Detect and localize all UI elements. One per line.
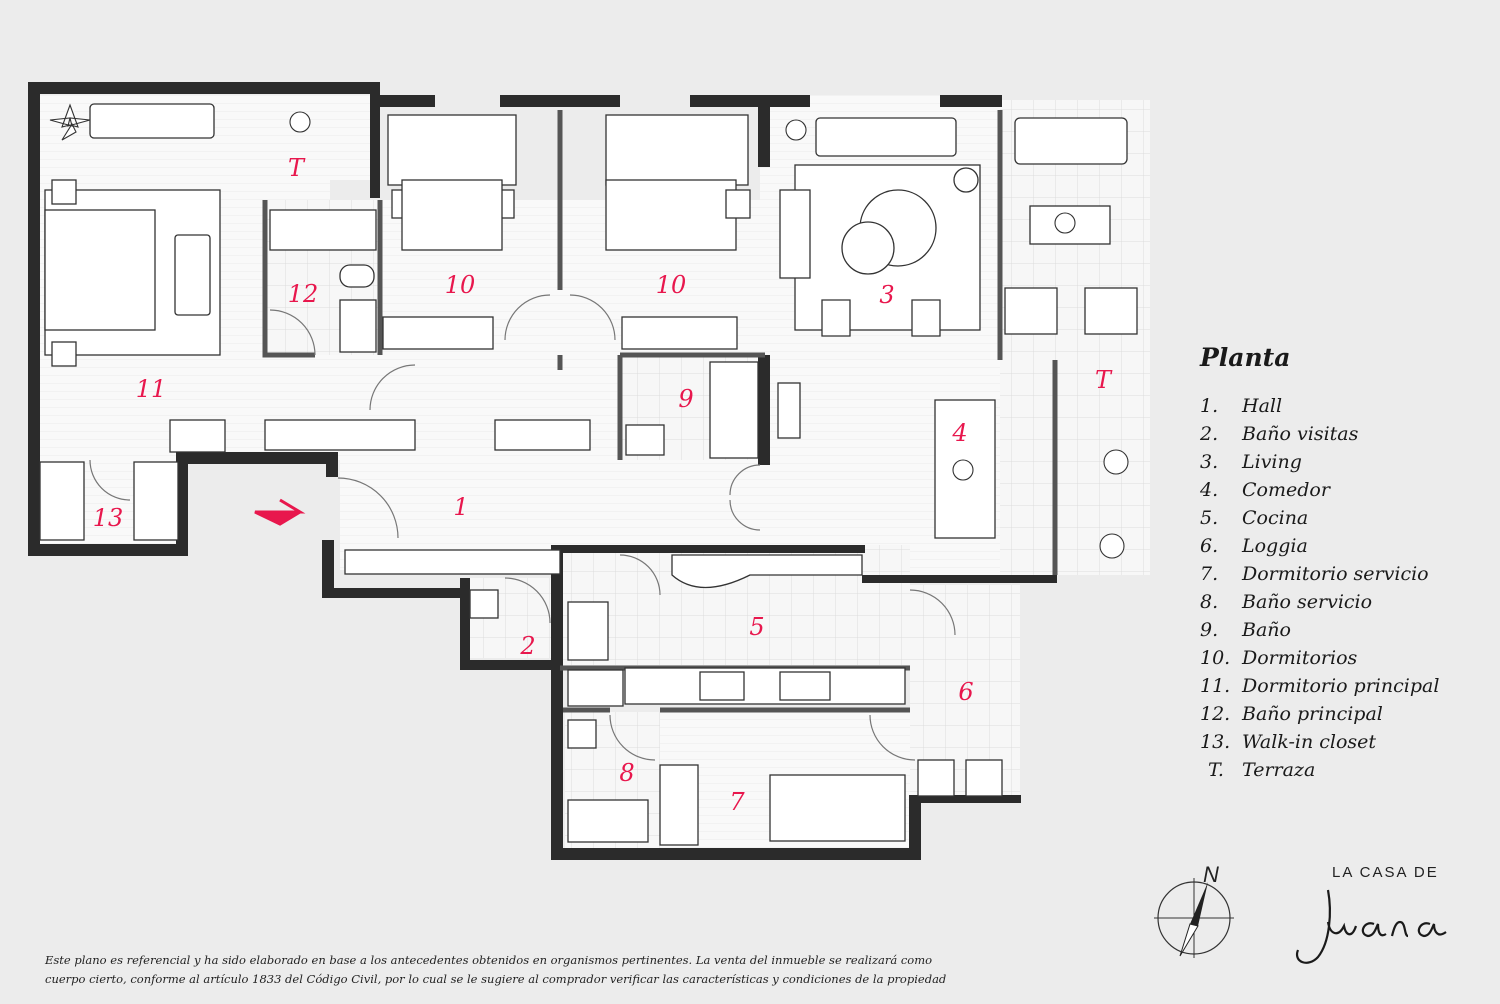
legend-item-label: Living bbox=[1242, 451, 1302, 473]
entrance-arrow-icon bbox=[254, 498, 306, 526]
legend-item-number: 12. bbox=[1200, 703, 1231, 725]
legend-item: 2. Baño visitas bbox=[1200, 420, 1439, 448]
legend-item: 11. Dormitorio principal bbox=[1200, 672, 1439, 700]
room-label-walk-in-closet: 13 bbox=[92, 504, 124, 532]
legend-item-number: T. bbox=[1208, 759, 1224, 781]
legend-item-label: Baño principal bbox=[1242, 703, 1383, 725]
doors bbox=[89, 294, 956, 761]
legend-item-label: Baño servicio bbox=[1242, 591, 1373, 613]
legend: Planta 1. Hall 2. Baño visitas 3. Living 4.… bbox=[1200, 343, 1439, 784]
room-label-bano-principal: 12 bbox=[287, 280, 319, 308]
legend-item-label: Terraza bbox=[1242, 759, 1316, 781]
legend-item: 10. Dormitorios bbox=[1200, 644, 1439, 672]
legend-item: 8. Baño servicio bbox=[1200, 588, 1439, 616]
legend-item-label: Baño visitas bbox=[1242, 423, 1359, 445]
room-label-comedor: 4 bbox=[952, 419, 968, 447]
brand-logo-text: LA CASA DE bbox=[1332, 864, 1439, 881]
compass-icon bbox=[1154, 878, 1234, 958]
legend-item-label: Walk-in closet bbox=[1242, 731, 1377, 753]
legend-item: 13. Walk-in closet bbox=[1200, 728, 1439, 756]
room-label-dormitorio-b: 10 bbox=[655, 271, 687, 299]
compass-north-label: N bbox=[1203, 862, 1219, 887]
disclaimer-line-2: cuerpo cierto, conforme al artículo 1833… bbox=[45, 972, 947, 986]
legend-item-number: 2. bbox=[1200, 423, 1219, 445]
legend-item-label: Baño bbox=[1242, 619, 1291, 641]
legend-item-label: Dormitorios bbox=[1242, 647, 1358, 669]
disclaimer-note: Este plano es referencial y ha sido elab… bbox=[45, 951, 1085, 989]
legend-item: 9. Baño bbox=[1200, 616, 1439, 644]
legend-item-number: 6. bbox=[1200, 535, 1219, 557]
legend-item-number: 1. bbox=[1200, 395, 1219, 417]
legend-item-number: 13. bbox=[1200, 731, 1231, 753]
legend-item: 1. Hall bbox=[1200, 392, 1439, 420]
furniture bbox=[39, 103, 1138, 846]
legend-item-label: Cocina bbox=[1242, 507, 1309, 529]
room-label-terraza-b: T bbox=[1094, 366, 1112, 394]
room-label-terraza-a: T bbox=[287, 154, 305, 182]
legend-item: 3. Living bbox=[1200, 448, 1439, 476]
legend-item: T. Terraza bbox=[1200, 756, 1439, 784]
room-label-living: 3 bbox=[879, 281, 895, 309]
legend-title: Planta bbox=[1200, 343, 1291, 372]
legend-item-number: 7. bbox=[1200, 563, 1219, 585]
room-label-hall: 1 bbox=[453, 493, 469, 521]
legend-item-label: Comedor bbox=[1242, 479, 1330, 501]
legend-item-number: 4. bbox=[1200, 479, 1219, 501]
room-label-dormitorio-principal: 11 bbox=[135, 375, 167, 403]
legend-item-number: 11. bbox=[1200, 675, 1231, 697]
walls bbox=[28, 82, 1057, 860]
room-label-loggia: 6 bbox=[958, 678, 974, 706]
room-label-bano: 9 bbox=[678, 385, 694, 413]
room-label-dormitorio-a: 10 bbox=[444, 271, 476, 299]
legend-item-number: 10. bbox=[1200, 647, 1231, 669]
legend-item: 7. Dormitorio servicio bbox=[1200, 560, 1439, 588]
legend-item-label: Dormitorio servicio bbox=[1242, 563, 1429, 585]
legend-item-number: 5. bbox=[1200, 507, 1219, 529]
disclaimer-line-1: Este plano es referencial y ha sido elab… bbox=[45, 953, 933, 967]
brand-logo-script bbox=[1295, 889, 1447, 964]
legend-item: 12. Baño principal bbox=[1200, 700, 1439, 728]
room-label-dormitorio-servicio: 7 bbox=[729, 788, 745, 816]
plants bbox=[49, 103, 1129, 559]
legend-item: 4. Comedor bbox=[1200, 476, 1439, 504]
legend-item-label: Loggia bbox=[1242, 535, 1308, 557]
legend-item-number: 8. bbox=[1200, 591, 1219, 613]
legend-item-number: 9. bbox=[1200, 619, 1219, 641]
legend-item-label: Dormitorio principal bbox=[1242, 675, 1440, 697]
legend-item-number: 3. bbox=[1200, 451, 1219, 473]
legend-item-label: Hall bbox=[1242, 395, 1283, 417]
legend-item: 5. Cocina bbox=[1200, 504, 1439, 532]
room-label-bano-visitas: 2 bbox=[520, 632, 536, 660]
legend-item: 6. Loggia bbox=[1200, 532, 1439, 560]
room-label-cocina: 5 bbox=[749, 613, 765, 641]
room-label-bano-servicio: 8 bbox=[619, 759, 635, 787]
legend-list: 1. Hall 2. Baño visitas 3. Living 4. Comedor… bbox=[1200, 392, 1439, 784]
